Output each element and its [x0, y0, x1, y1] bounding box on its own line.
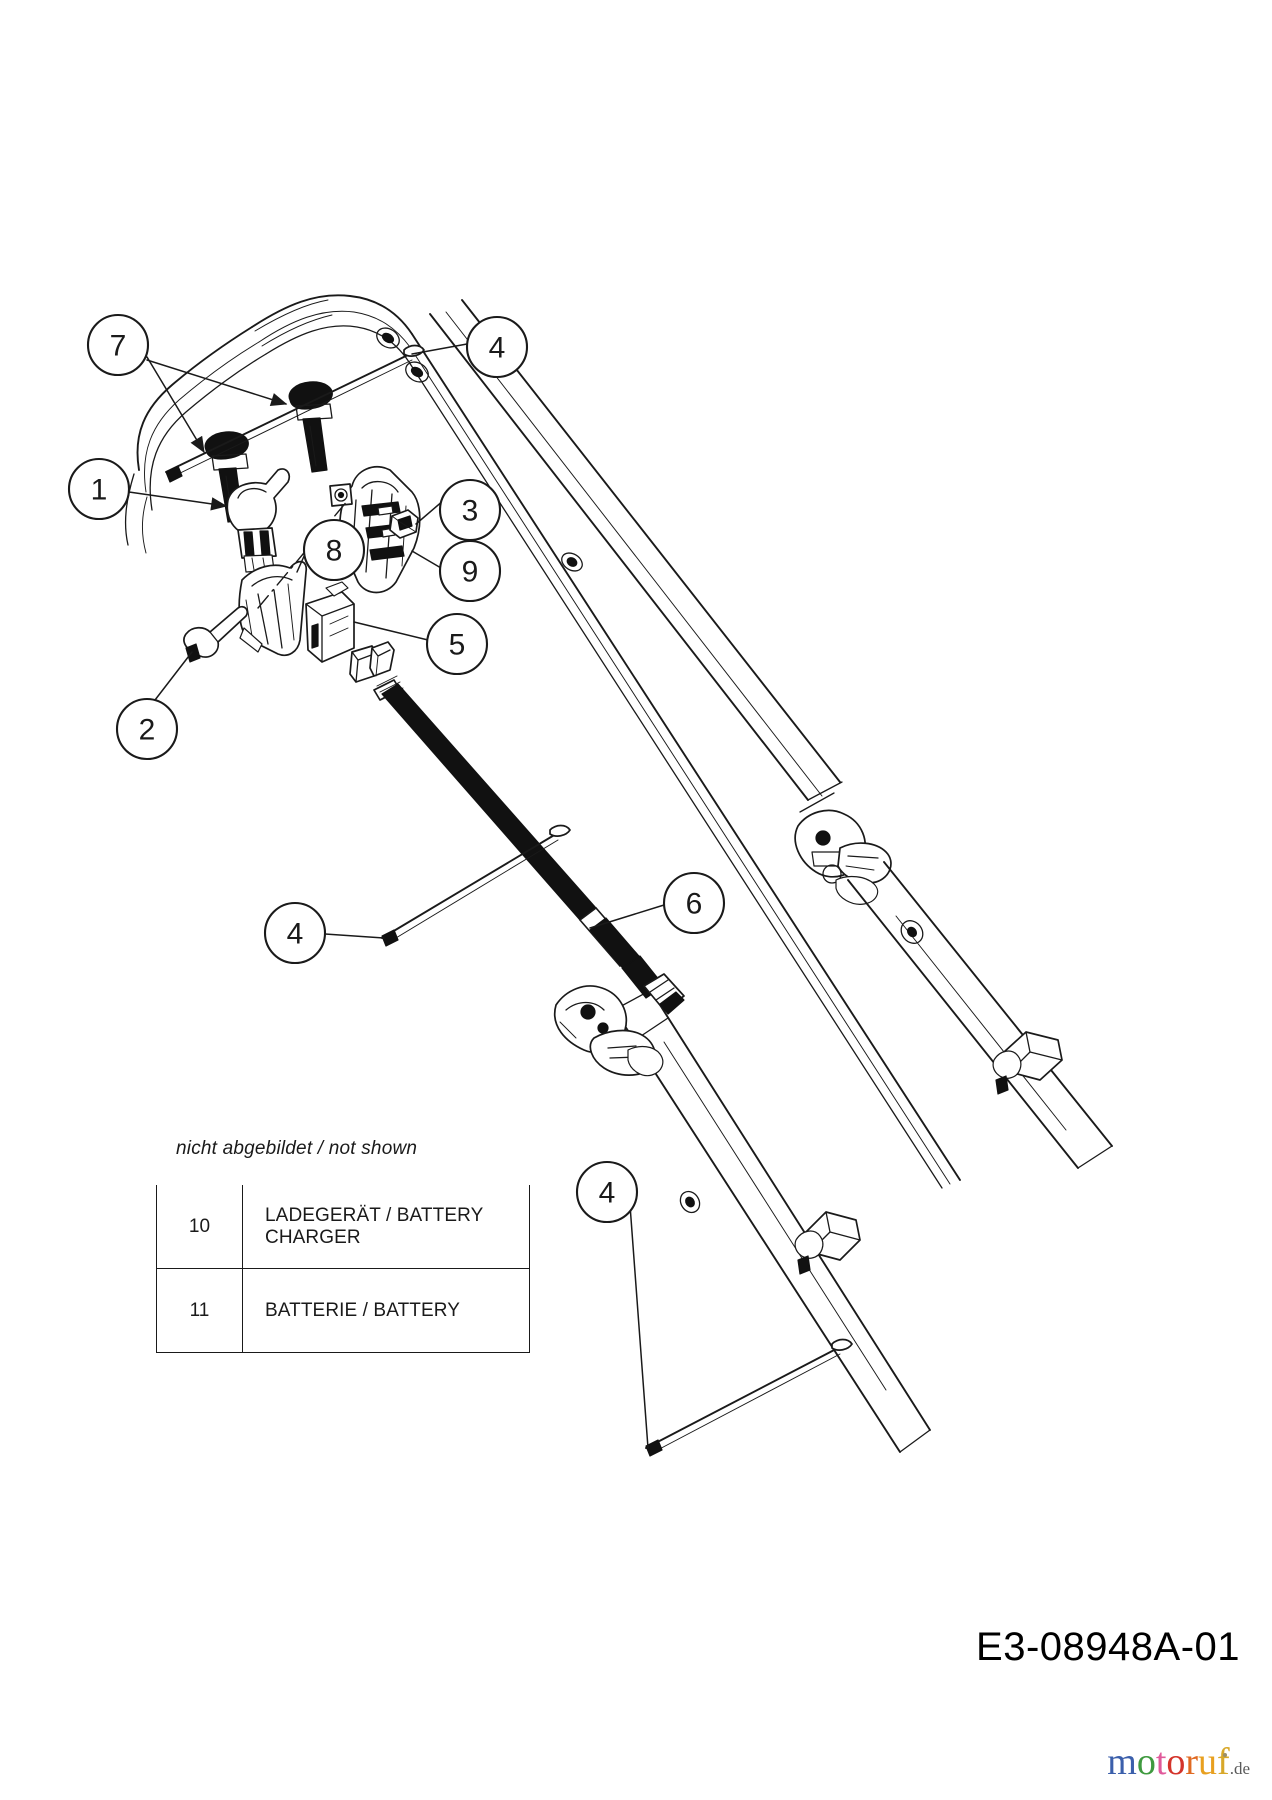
rod-pin-bottom-part4 [645, 1338, 853, 1457]
logo-letter: o [1166, 1741, 1186, 1783]
table-row: 10 LADEGERÄT / BATTERY CHARGER [156, 1185, 530, 1269]
square-nut-part3 [389, 509, 419, 539]
pin-part2 [183, 605, 249, 663]
right-tube-lower-section [847, 861, 1113, 1169]
logo-letter: o [1136, 1741, 1156, 1783]
callout-1[interactable]: 1 [67, 457, 131, 521]
callout-4-bottom[interactable]: 4 [575, 1160, 639, 1224]
callout-4-top[interactable]: 4 [465, 315, 529, 379]
svg-text:5: 5 [449, 629, 466, 662]
logo-tld: .de [1229, 1759, 1250, 1778]
svg-text:3: 3 [462, 495, 479, 528]
cable-clips [349, 641, 395, 683]
svg-text:1: 1 [91, 474, 108, 507]
leader-lines [128, 343, 665, 1449]
logo-letter: f [1217, 1741, 1230, 1783]
safety-key-switch-part1 [226, 468, 291, 573]
part-description-cell: LADEGERÄT / BATTERY CHARGER [242, 1185, 530, 1269]
logo-letter: m [1107, 1741, 1137, 1783]
svg-text:7: 7 [110, 330, 127, 363]
rod-pin-top-part4 [165, 344, 425, 483]
part-number-cell: 11 [156, 1268, 243, 1353]
svg-text:4: 4 [489, 332, 506, 365]
left-handle-tube [124, 294, 961, 1189]
clamp-lever-lower [553, 985, 664, 1077]
svg-text:9: 9 [462, 556, 479, 589]
callout-2[interactable]: 2 [115, 697, 179, 761]
part-number-cell: 10 [156, 1185, 243, 1269]
part-description-cell: BATTERIE / BATTERY [242, 1268, 530, 1353]
rod-pin-middle-part4 [381, 824, 571, 947]
svg-text:4: 4 [287, 918, 304, 951]
logo-letter: r [1185, 1741, 1199, 1783]
wing-knob-right [992, 1031, 1063, 1095]
drive-cable-part6 [373, 675, 685, 1015]
callout-8[interactable]: 8 [302, 518, 366, 582]
callout-6[interactable]: 6 [662, 871, 726, 935]
svg-text:6: 6 [686, 888, 703, 921]
wing-knob-lower [794, 1211, 861, 1275]
drawing-number: E3-08948A-01 [976, 1625, 1240, 1669]
svg-text:2: 2 [139, 714, 156, 747]
callout-9[interactable]: 9 [438, 539, 502, 603]
not-shown-label: nicht abgebildet / not shown [176, 1138, 418, 1159]
clamp-lever-upper [794, 809, 892, 905]
logo-letter: t [1155, 1741, 1167, 1783]
callout-4-mid[interactable]: 4 [263, 901, 327, 965]
callout-7[interactable]: 7 [86, 313, 150, 377]
left-tube-lower-section [611, 985, 931, 1453]
callout-5[interactable]: 5 [425, 612, 489, 676]
not-shown-parts-table: 10 LADEGERÄT / BATTERY CHARGER 11 BATTER… [156, 1185, 530, 1353]
callout-3[interactable]: 3 [438, 478, 502, 542]
table-row: 11 BATTERIE / BATTERY [156, 1268, 530, 1353]
svg-text:8: 8 [326, 535, 343, 568]
logo-letter: u [1198, 1741, 1218, 1783]
svg-text:4: 4 [599, 1177, 616, 1210]
battery-connector-part5 [305, 581, 355, 663]
control-bracket-part8 [238, 560, 308, 657]
right-handle-tube [376, 299, 843, 813]
motoruf-logo[interactable]: motoruf.de [1107, 1743, 1250, 1781]
